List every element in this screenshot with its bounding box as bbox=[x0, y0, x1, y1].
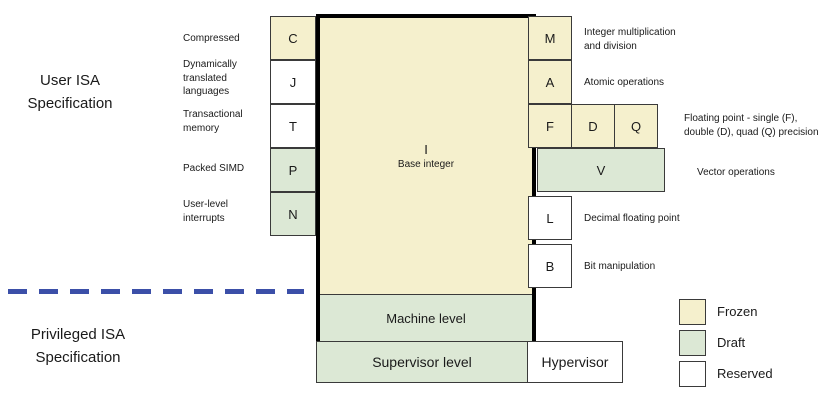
legend-swatch-reserved bbox=[679, 361, 706, 387]
ext-label-dynamically-translated-languages: Dynamically translated languages bbox=[183, 59, 237, 97]
hypervisor-box: Hypervisor bbox=[527, 341, 623, 383]
privileged-isa-section-label: Privileged ISA Specification bbox=[30, 326, 126, 366]
ext-label-user-level-interrupts: User-level interrupts bbox=[183, 199, 229, 224]
ext-label-floating-point: Floating point - single (F), double (D),… bbox=[684, 113, 819, 138]
ext-box-C: C bbox=[270, 16, 316, 60]
ext-box-L: L bbox=[528, 196, 572, 240]
user-isa-section-label: User ISA Specification bbox=[27, 72, 113, 112]
ext-box-J: J bbox=[270, 60, 316, 104]
ext-box-A: A bbox=[528, 60, 572, 104]
legend-label-reserved: Reserved bbox=[717, 366, 773, 381]
ext-label-atomic-operations: Atomic operations bbox=[584, 77, 665, 88]
base-letter: I bbox=[424, 142, 428, 157]
ext-box-Q: Q bbox=[614, 104, 658, 148]
ext-box-I: I Base integer bbox=[320, 18, 532, 294]
ext-label-vector-operations: Vector operations bbox=[697, 167, 775, 178]
ext-box-P: P bbox=[270, 148, 316, 192]
ext-box-T: T bbox=[270, 104, 316, 148]
ext-box-B: B bbox=[528, 244, 572, 288]
ext-box-D: D bbox=[571, 104, 615, 148]
machine-level-box: Machine level bbox=[320, 294, 532, 342]
isa-divider-line bbox=[8, 289, 304, 294]
ext-label-compressed: Compressed bbox=[183, 33, 240, 44]
ext-label-transactional-memory: Transactional memory bbox=[183, 109, 243, 134]
legend-swatch-frozen bbox=[679, 299, 706, 325]
ext-box-M: M bbox=[528, 16, 572, 60]
ext-box-V: V bbox=[537, 148, 665, 192]
ext-label-decimal-floating-point: Decimal floating point bbox=[584, 213, 680, 224]
ext-label-bit-manipulation: Bit manipulation bbox=[584, 261, 656, 272]
legend-label-draft: Draft bbox=[717, 335, 746, 350]
ext-box-F: F bbox=[528, 104, 572, 148]
ext-label-integer-mul-div: Integer multiplication and division bbox=[584, 27, 676, 52]
base-isa-container: I Base integer Machine level bbox=[316, 14, 536, 346]
ext-label-packed-simd: Packed SIMD bbox=[183, 163, 245, 174]
supervisor-level-box: Supervisor level bbox=[316, 341, 528, 383]
ext-box-N: N bbox=[270, 192, 316, 236]
base-label: Base integer bbox=[397, 159, 455, 170]
legend-swatch-draft bbox=[679, 330, 706, 356]
legend-label-frozen: Frozen bbox=[717, 304, 758, 319]
